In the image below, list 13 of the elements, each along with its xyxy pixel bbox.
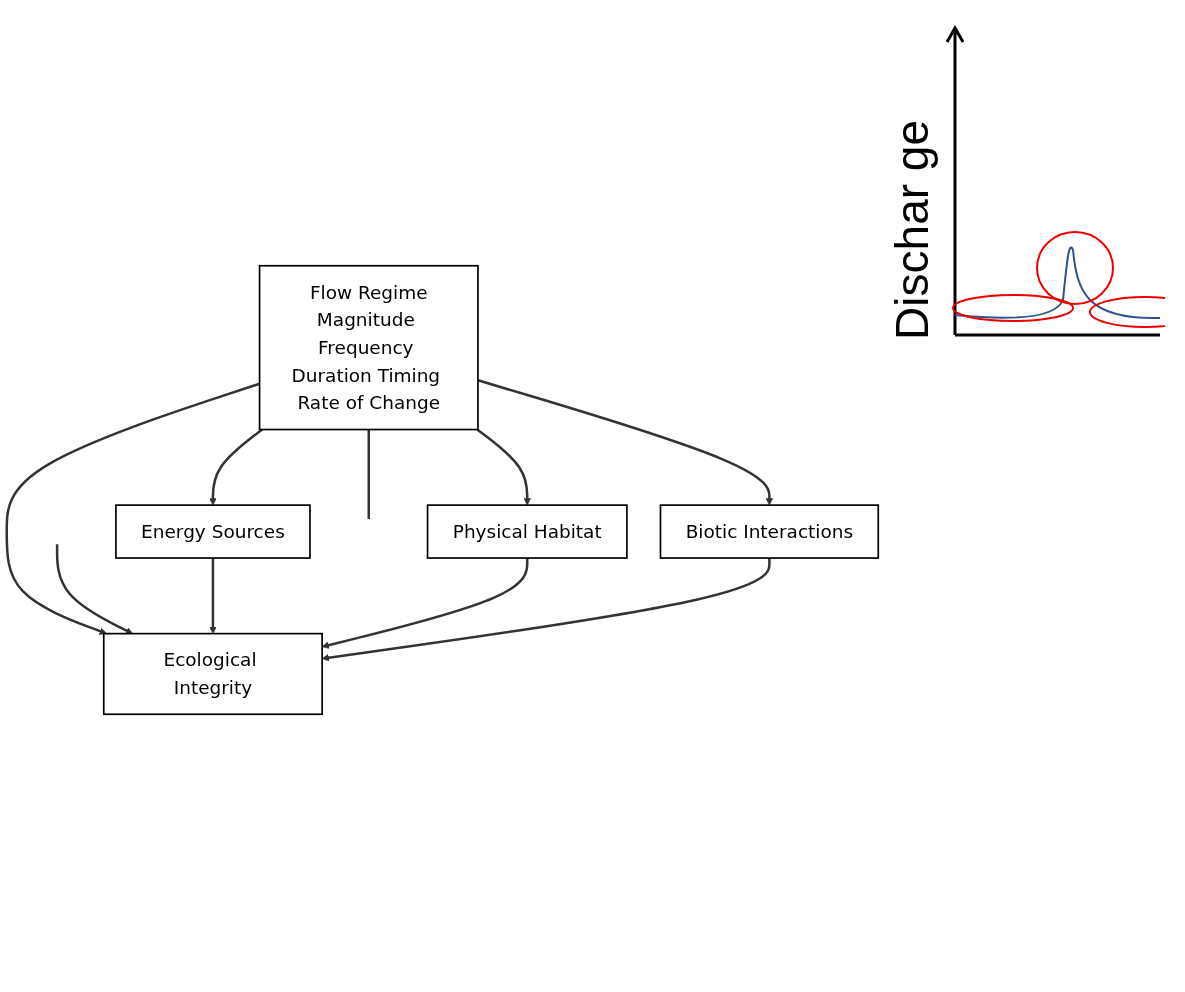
arrow [477, 379, 774, 506]
arrow [5, 382, 260, 635]
connector [367, 429, 370, 519]
node-box: Ecological Integrity [102, 632, 323, 716]
node-box: Flow Regime Magnitude Frequency Duration Timing Rate of Change [258, 264, 479, 431]
arrow [476, 428, 531, 506]
node-box: Physical Habitat [426, 504, 628, 559]
node-box: Biotic Interactions [659, 504, 880, 559]
node-box: Energy Sources [115, 504, 311, 559]
arrow [55, 544, 133, 634]
axis-label: Dischar ge [885, 120, 939, 340]
arrow [209, 558, 217, 634]
arrow [209, 428, 263, 506]
